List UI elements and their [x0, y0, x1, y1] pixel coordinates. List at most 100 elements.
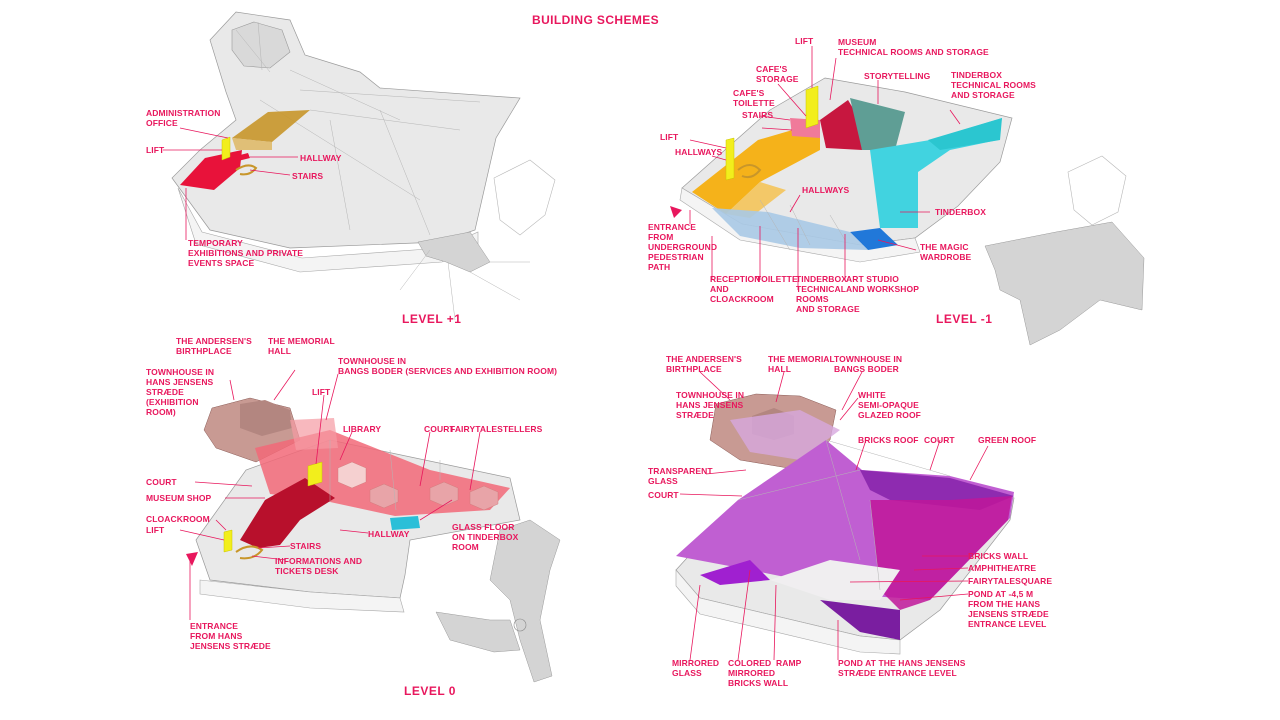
label-pond-entrance: POND AT THE HANS JENSENS STRÆDE ENTRANCE…: [838, 658, 966, 678]
label-lift: LIFT: [146, 145, 165, 155]
level-plus1-slab: [171, 11, 521, 249]
label-stairs-l0: STAIRS: [290, 541, 322, 551]
level-plus1-lines: [235, 21, 481, 236]
label-temporary-exhibitions: TEMPORARY EXHIBITIONS AND PRIVATE EVENTS…: [188, 238, 304, 268]
reception-area-zone: [712, 208, 868, 250]
label-colored-mirrored: COLORED MIRRORED BRICKS WALL: [728, 658, 789, 688]
temporary-exhibitions-zone: [180, 150, 242, 190]
label-court-right-l0: COURT: [424, 424, 455, 434]
hallway-plus1-zone: [236, 153, 250, 161]
level-plus1-drawing: [163, 11, 556, 321]
level-minus1-leaders: [689, 46, 961, 290]
label-hallway: HALLWAY: [300, 153, 342, 163]
label-hallways-mid: HALLWAYS: [802, 185, 850, 195]
label-fairytalestellers: FAIRYTALESTELLERS: [450, 424, 543, 434]
label-townhouse-bangs-l0: TOWNHOUSE IN BANGS BODER (SERVICES AND E…: [338, 356, 558, 376]
level-0-drawing: [179, 369, 561, 683]
lift-minus1-left: [725, 137, 735, 181]
admin-office-zone: [232, 110, 310, 142]
level-0-mini-plan-h: [435, 611, 521, 653]
memorial-hall-dome: [240, 400, 292, 436]
label-art-studio: ART STUDIO AND WORKSHOP: [846, 274, 919, 294]
level-plus1-slab-edge: [177, 187, 479, 273]
roof-drawing: [675, 371, 1015, 661]
mirrored-glass-zone: [700, 560, 770, 585]
lift-level0-left: [223, 529, 233, 553]
label-museum-technical: MUSEUM TECHNICAL ROOMS AND STORAGE: [838, 37, 989, 57]
label-ramp: RAMP: [776, 658, 802, 668]
label-toilette: TOILETTE: [756, 274, 798, 284]
tinderbox-technical-zone: [928, 118, 1002, 150]
label-cafes-storage: CAFE'S STORAGE: [756, 64, 799, 84]
magic-wardrobe-zone: [850, 228, 898, 250]
fairytalesquare-zone: [770, 560, 900, 600]
label-library: LIBRARY: [343, 424, 382, 434]
level-minus1-mini-site: [1067, 155, 1127, 226]
label-stairs-minus1: STAIRS: [742, 110, 774, 120]
level-0-lines: [329, 440, 441, 511]
fairytale-cube-3: [369, 483, 399, 509]
leader-admin: [179, 127, 229, 139]
level-plus1-dome: [231, 21, 291, 69]
label-lift-left-l0: LIFT: [146, 525, 165, 535]
label-lift-left: LIFT: [660, 132, 679, 142]
lift-level0-top: [307, 461, 323, 487]
label-storytelling: STORYTELLING: [864, 71, 931, 81]
entrance-hans-marker: [186, 552, 198, 566]
stairs-minus1: [737, 164, 762, 179]
tinderbox-zone: [870, 118, 1002, 228]
white-glazed-roof-zone: [730, 410, 840, 460]
label-glass-floor: GLASS FLOOR ON TINDERBOX ROOM: [452, 522, 519, 552]
stairs-level0: [235, 545, 264, 560]
label-townhouse-bangs-roof: TOWNHOUSE IN BANGS BODER: [834, 354, 903, 374]
label-informations: INFORMATIONS AND TICKETS DESK: [275, 556, 363, 576]
label-fairytalesquare: FAIRYTALESQUARE: [968, 576, 1053, 586]
museum-technical-zone: [820, 100, 862, 150]
label-entrance-underground: ENTRANCE FROM UNDERGROUND PEDESTRIAN PAT…: [648, 222, 718, 272]
label-cloackroom: CLOACKROOM: [146, 514, 210, 524]
lift-minus1-top: [805, 85, 819, 129]
roof-lines: [737, 439, 951, 591]
level-minus1-lines: [759, 199, 846, 251]
label-andersens-birthplace-roof: THE ANDERSEN'S BIRTHPLACE: [666, 354, 742, 374]
label-hallway-l0: HALLWAY: [368, 529, 410, 539]
level-plus1-title: LEVEL +1: [402, 312, 462, 326]
level-plus1-mini-lines: [399, 249, 530, 321]
level-0-edge: [199, 579, 405, 613]
label-memorial-hall-roof: THE MEMORIAL HALL: [768, 354, 835, 374]
lift-plus1-block: [221, 136, 231, 161]
label-lift-top-l0: LIFT: [312, 387, 331, 397]
page-title: BUILDING SCHEMES: [532, 13, 660, 27]
label-white-glazed-roof: WHITE SEMI-OPAQUE GLAZED ROOF: [858, 390, 921, 420]
library-cylinder: [337, 461, 367, 489]
label-green-roof: GREEN ROOF: [978, 435, 1037, 445]
level-plus1-mini-site: [493, 159, 556, 236]
label-administration-office: ADMINISTRATION OFFICE: [146, 108, 221, 128]
label-tinderbox: TINDERBOX: [935, 207, 986, 217]
museum-shop-zone: [240, 478, 335, 548]
label-pond-minus: POND AT -4,5 M FROM THE HANS JENSENS STR…: [968, 589, 1049, 629]
level-0-title: LEVEL 0: [404, 684, 456, 698]
fairytale-cube-2: [469, 485, 499, 511]
label-bricks-roof: BRICKS ROOF: [858, 435, 919, 445]
stairs-plus1: [235, 164, 258, 176]
label-townhouse-hans-l0: TOWNHOUSE IN HANS JENSENS STRÆDE (EXHIBI…: [146, 367, 215, 417]
level-minus1-drawing: [670, 46, 1145, 346]
level-minus1-title: LEVEL -1: [936, 312, 993, 326]
level-0-mini-plan-v: [489, 519, 561, 683]
label-court-left-l0: COURT: [146, 477, 177, 487]
level-0-leaders: [179, 369, 481, 620]
label-reception: RECEPTION AND CLOACKROOM: [710, 274, 774, 304]
label-amphitheatre: AMPHITHEATRE: [968, 563, 1037, 573]
entrance-underground-marker: [670, 206, 682, 218]
label-museum-shop: MUSEUM SHOP: [146, 493, 212, 503]
label-stairs: STAIRS: [292, 171, 324, 181]
level-0-mini-rotunda: [513, 618, 527, 632]
label-magic-wardrobe: THE MAGIC WARDROBE: [920, 242, 972, 262]
pond-entrance-zone: [820, 600, 900, 640]
roof-edge: [675, 569, 901, 655]
label-tinderbox-technical-bottom: TINDERBOX TECHNICAL ROOMS AND STORAGE: [796, 274, 860, 314]
label-cafes-toilette: CAFE'S TOILETTE: [733, 88, 775, 108]
